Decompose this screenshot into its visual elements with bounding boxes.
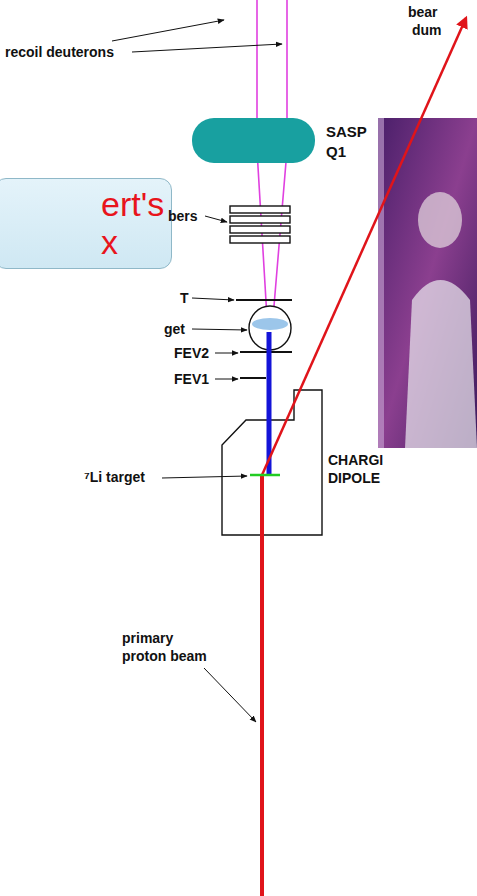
fev2-detector	[240, 351, 292, 353]
wire-chambers	[230, 206, 290, 243]
proton-beam	[260, 475, 264, 896]
charge-dipole	[222, 390, 322, 535]
magnet-label: CHARGI	[328, 452, 383, 469]
beam-dump-label: dum	[412, 22, 442, 39]
photo	[378, 118, 477, 448]
particle-label: recoil deuterons	[5, 44, 114, 61]
beam-label: primary	[122, 630, 173, 647]
beam-label: proton beam	[122, 648, 207, 665]
quadrupole-magnet: SASP Q1	[192, 118, 315, 163]
magnet-shape	[192, 118, 315, 163]
detector-label: bers	[168, 208, 198, 225]
magnet-label: SASP Q1	[326, 122, 367, 162]
beam-dump-label: bear	[408, 4, 438, 21]
callout-box: ert's x	[0, 178, 172, 269]
deflected-beam	[262, 18, 466, 475]
deuterium-target	[252, 318, 288, 330]
fev1-detector	[240, 377, 266, 379]
target-label: ⁷Li target	[84, 469, 145, 486]
detector-label: FEV1	[174, 371, 209, 388]
callout-text: ert's x	[101, 185, 164, 261]
detector-label: T	[180, 290, 189, 307]
t-detector	[236, 299, 292, 301]
target-label: get	[164, 321, 185, 338]
lithium-target	[250, 474, 280, 477]
detector-label: FEV2	[174, 345, 209, 362]
magnet-label: DIPOLE	[328, 470, 380, 487]
